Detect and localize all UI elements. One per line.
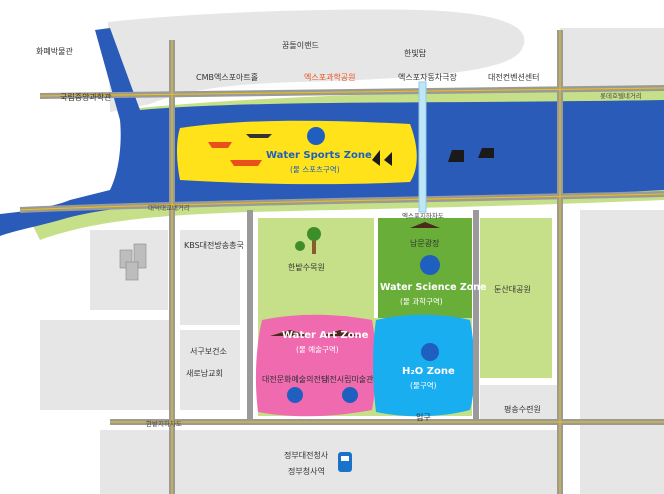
north-block [108,9,525,112]
splash-icon [287,387,303,403]
label-seogu-health: 서구보건소 [190,347,227,356]
splash-icon [307,127,325,145]
h2o-zone-shape [373,314,475,417]
label-expo-bus: 엑스포자동차극장 [398,73,457,82]
sailboat-icon [448,150,464,162]
splash-icon [342,387,358,403]
label-hanbit-tower: 한빛탑 [404,49,427,58]
block-health [180,330,240,410]
art-zone-title: Water Art Zone [282,330,369,341]
west-block-1 [0,20,90,80]
splash-icon [420,255,440,275]
building [125,261,139,281]
label-pyeongsong: 평송수련원 [504,405,541,414]
boat-icon [230,160,262,166]
sports-zone-subtitle: (물 스포츠구역) [290,165,340,174]
h2o-zone-title: H₂O Zone [402,366,455,377]
boat-icon [208,142,232,148]
boat-icon [246,134,272,138]
block-kbs [180,230,240,325]
label-nammun-square: 남문광장 [410,239,440,248]
tree-icon [295,227,321,254]
label-hanbat-arboretum: 한밭수목원 [288,263,325,272]
science-zone-title: Water Science Zone [380,282,487,293]
pavilion-icon [320,330,360,336]
pavilion-icons [270,222,440,336]
label-kumdori-land: 꿈돌이랜드 [282,41,319,50]
centerline-expo [19,193,664,211]
pavilion-icon [270,330,310,336]
label-gov-complex: 정부대전청사 [284,451,329,460]
label-hanbat-crossroad: 한밭지하차도 [146,420,182,428]
sailboat-icon [478,148,494,158]
label-expo-crossroad: 엑스포지하차도 [402,212,444,220]
art-zone-subtitle: (물 예술구역) [296,345,339,354]
sports-zone-shape [177,120,417,185]
building-icons [119,243,147,281]
windsurf-icon [384,152,392,166]
label-convention-center: 대전컨벤션센터 [488,73,540,82]
expo-bridge [418,81,427,213]
label-expo-science-park: 엑스포과학공원 [304,73,356,82]
pavilion-icon [410,222,440,228]
road-centerlines [19,30,664,494]
block-south [40,320,170,410]
dunsan-park-area [480,218,552,378]
label-kbs: KBS대전방송총국 [184,241,244,250]
label-saeronam-church: 새로남교회 [186,369,223,378]
sports-zone-title: Water Sports Zone [266,150,372,161]
block-south-2 [100,430,560,494]
windsurf-icon [372,150,380,166]
science-zone-subtitle: (물 과학구역) [400,297,443,306]
label-gapcheon-road: 대덕대교네거리 [148,204,190,212]
splash-icons [287,127,440,403]
boat-icons [208,134,494,166]
label-arts-center: 대전문화예술의전당 [262,375,329,384]
block-east [580,210,664,494]
label-entrance: 입구 [416,413,431,422]
label-dunsan-park: 둔산대공원 [494,285,531,294]
label-cmb-hall: CMB엑스포아트홀 [196,73,259,82]
label-gov-station: 정부청사역 [288,467,325,476]
subway-icon [338,452,352,472]
h2o-zone-subtitle: (물구역) [410,381,437,390]
label-right-road: 롯데호텔네거리 [600,92,642,100]
label-museum-of-art: 대전시립미술관 [322,375,374,384]
block-pyeongsong [480,385,560,423]
label-money-museum: 화폐박물관 [36,47,73,56]
label-national-science-museum: 국립중앙과학관 [60,93,112,102]
splash-icon [421,343,439,361]
